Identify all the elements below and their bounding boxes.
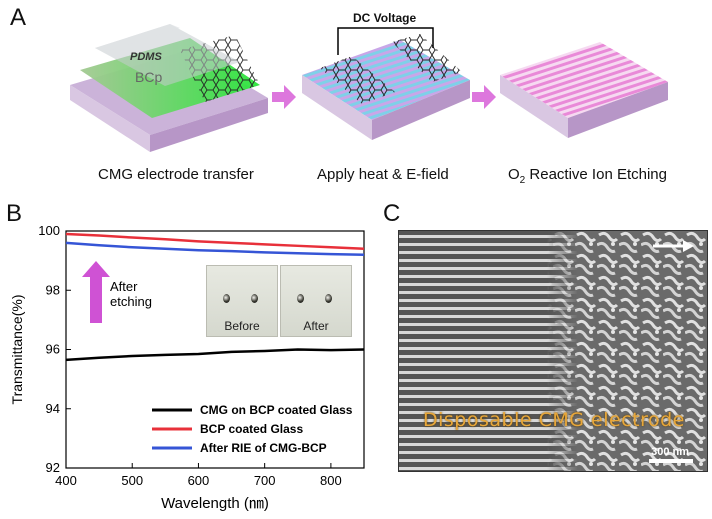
legend-label-3: After RIE of CMG-BCP — [200, 441, 327, 455]
legend-label-2: BCP coated Glass — [200, 422, 303, 436]
scale-bar — [649, 459, 693, 463]
x-tick-label: 400 — [55, 473, 77, 488]
sem-image: Disposable CMG electrode 300 nm — [398, 230, 708, 472]
etching-annotation-line: After — [110, 279, 138, 294]
process-arrow-2 — [472, 85, 496, 109]
sem-texture — [399, 231, 707, 471]
field-direction-arrow-icon — [653, 240, 694, 252]
caption-subscript: 2 — [519, 175, 526, 186]
before-label: Before — [224, 319, 260, 333]
step-caption-etching: O2 Reactive Ion Etching — [508, 166, 667, 186]
y-tick-label: 94 — [46, 401, 60, 416]
y-tick-label: 92 — [46, 460, 60, 475]
sample-dot — [297, 294, 304, 303]
caption-rest: Reactive Ion Etching — [525, 166, 667, 183]
y-axis-label: Transmittance(%) — [9, 295, 25, 405]
step-caption-efield: Apply heat & E-field — [317, 166, 449, 183]
x-tick-label: 600 — [188, 473, 210, 488]
after-label: After — [303, 319, 329, 333]
sample-dot — [325, 294, 332, 303]
dc-voltage-label: DC Voltage — [353, 11, 416, 25]
etching-arrow-icon — [82, 261, 110, 277]
panel-label-a: A — [10, 4, 27, 31]
before-photo: Before — [206, 265, 278, 337]
series-line-3 — [65, 241, 365, 256]
after-photo: After — [280, 265, 352, 337]
x-tick-label: 800 — [320, 473, 342, 488]
block-etched — [500, 42, 668, 138]
process-arrow-1 — [272, 85, 296, 109]
x-tick-label: 700 — [254, 473, 276, 488]
etching-annotation-line: etching — [110, 294, 152, 309]
sem-label: Disposable CMG electrode — [423, 409, 685, 431]
y-tick-label: 96 — [46, 342, 60, 357]
etching-arrow-shaft — [90, 275, 102, 323]
panel-label-c: C — [383, 200, 401, 227]
block-transfer: PDMS BCp — [70, 24, 268, 152]
panel-label-b: B — [6, 200, 23, 227]
pdms-label: PDMS — [130, 51, 162, 63]
sample-dot — [251, 294, 258, 303]
block-efield: DC Voltage — [302, 11, 470, 140]
sample-dot — [223, 294, 230, 303]
series-line-2 — [65, 232, 365, 251]
scale-text: 300 nm — [651, 446, 689, 458]
series-line-1 — [65, 348, 365, 362]
caption-o: O — [508, 166, 520, 183]
step-caption-transfer: CMG electrode transfer — [98, 166, 254, 183]
x-tick-label: 500 — [121, 473, 143, 488]
dc-voltage-wire — [337, 27, 434, 55]
bcp-label: BCp — [135, 69, 162, 85]
legend-label-1: CMG on BCP coated Glass — [200, 403, 353, 417]
y-tick-label: 98 — [46, 282, 60, 297]
y-tick-label: 100 — [38, 223, 60, 238]
process-schematic: PDMS BCp DC Voltage — [70, 11, 668, 152]
x-axis-label: Wavelength (㎚) — [161, 495, 269, 512]
